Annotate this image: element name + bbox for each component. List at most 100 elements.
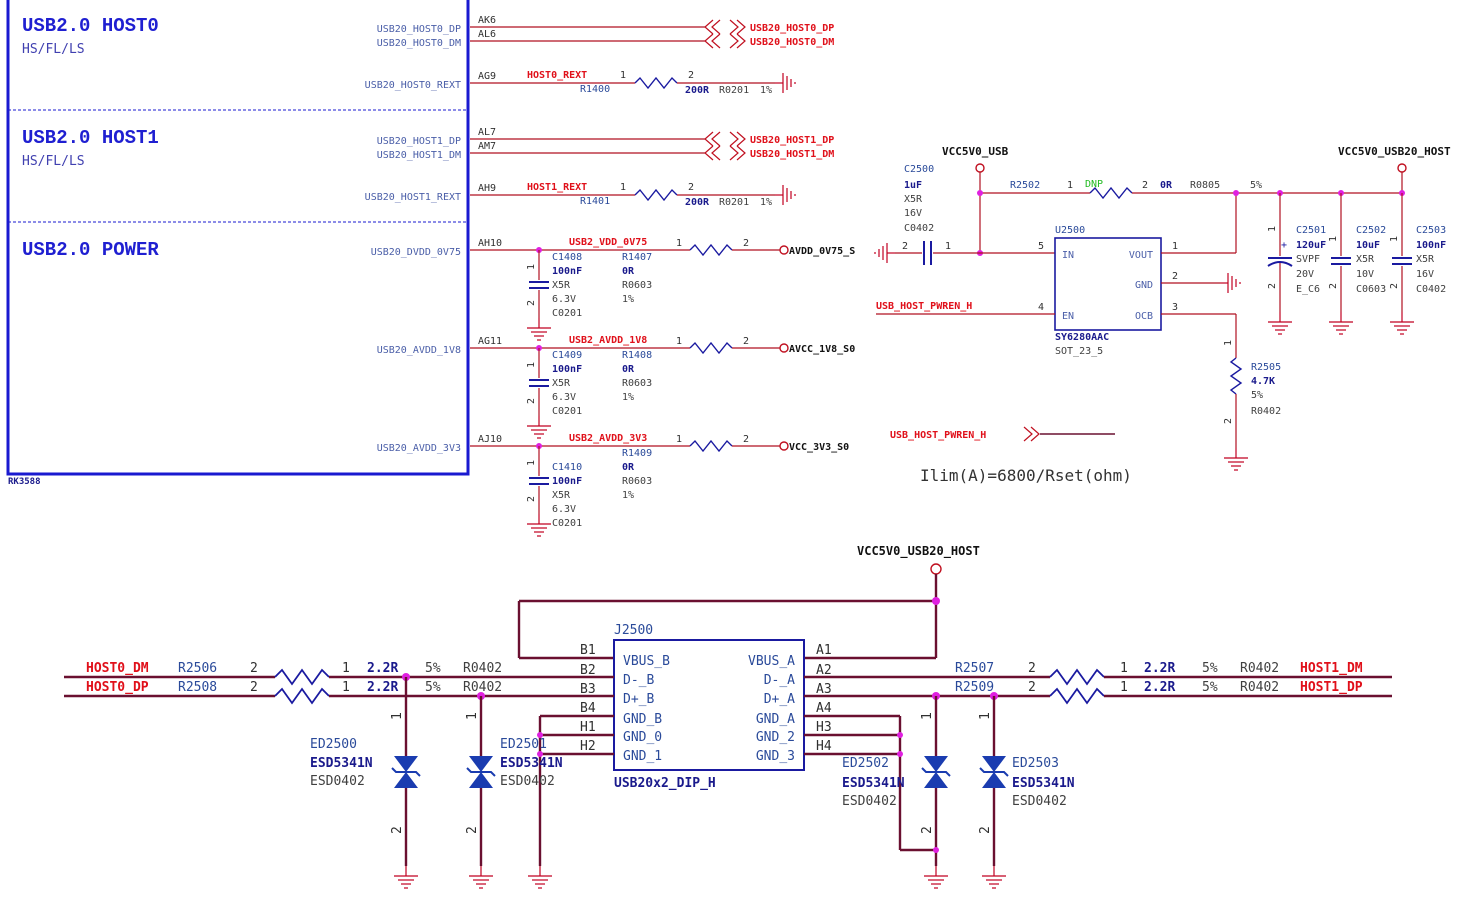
esd-diode: 1 2 ED2500 ESD5341N ESD0402 xyxy=(310,673,421,889)
res-value: 0R xyxy=(622,266,635,277)
pin-number: 1 xyxy=(978,712,993,720)
esd-package: ESD0402 xyxy=(500,774,555,789)
component-value: 200R xyxy=(685,197,710,208)
res-ref: R1409 xyxy=(622,448,652,459)
pin-number: B4 xyxy=(580,701,596,716)
section-subtitle-host0: HS/FL/LS xyxy=(22,42,85,57)
svg-text:2: 2 xyxy=(1142,180,1148,191)
pin-number: 2 xyxy=(390,826,405,834)
res-package: R0402 xyxy=(463,680,502,695)
svg-text:1: 1 xyxy=(526,460,537,466)
pin-number: H4 xyxy=(816,739,832,754)
section-title-host0: USB2.0 HOST0 xyxy=(22,15,159,37)
ic-pin-ocb: OCB xyxy=(1135,311,1153,322)
esd-ref: ED2502 xyxy=(842,756,889,771)
pin-number: A2 xyxy=(816,663,832,678)
ic-pin-gnd: GND xyxy=(1135,280,1153,291)
ball-number: AJ10 xyxy=(478,434,502,445)
dnp-mark: DNP xyxy=(1085,179,1103,190)
svg-text:1: 1 xyxy=(1389,236,1400,242)
data-net: HOST1_DP xyxy=(1300,680,1363,695)
pin-number: 1 xyxy=(676,336,682,347)
ball-number: AK6 xyxy=(478,15,496,26)
connector-pin: D+_B xyxy=(623,692,654,707)
ic-pin-vout: VOUT xyxy=(1129,250,1153,261)
res-tolerance: 1% xyxy=(622,392,634,403)
connector-pin: GND_3 xyxy=(756,749,795,764)
rail-1v8: 1 2 USB2_AVDD_1V8 1 2 C1409 100nF X5R 6.… xyxy=(470,335,855,439)
component-package: R0201 xyxy=(719,85,749,96)
outcap-voltage: 10V xyxy=(1356,269,1374,280)
rset-package: R0402 xyxy=(1251,406,1281,417)
offpage-net: USB20_HOST1_DP xyxy=(750,135,834,146)
svg-text:2: 2 xyxy=(1389,283,1400,289)
pin-number: 1 xyxy=(620,70,626,81)
esd-diode: 1 2 ED2503 ESD5341N ESD0402 xyxy=(978,692,1075,889)
pin-number: 1 xyxy=(676,238,682,249)
pin-number: A1 xyxy=(816,643,832,658)
rail-net: USB2_AVDD_3V3 xyxy=(569,433,647,444)
usb-connector: VCC5V0_USB20_HOST J2500 USB20x2_DIP_H B1… xyxy=(64,544,1392,889)
svg-text:1: 1 xyxy=(526,264,537,270)
esd-ref: ED2503 xyxy=(1012,756,1059,771)
ball-number: AL7 xyxy=(478,127,496,138)
pin-number: 2 xyxy=(1028,661,1036,676)
res-value: 2.2R xyxy=(367,680,398,695)
power-net-vbus: VCC5V0_USB20_HOST xyxy=(857,544,980,559)
svg-text:2: 2 xyxy=(1267,283,1278,289)
pin-name: USB20_AVDD_3V3 xyxy=(377,443,461,454)
outcap-dielectric: SVPF xyxy=(1296,254,1320,265)
pin-number: 2 xyxy=(688,182,694,193)
cin-voltage: 16V xyxy=(904,208,922,219)
esd-part: ESD5341N xyxy=(500,756,563,771)
connector-pin: D+_A xyxy=(764,692,795,707)
res-package: R0603 xyxy=(622,476,652,487)
cin-package: C0402 xyxy=(904,223,934,234)
svg-text:2: 2 xyxy=(1223,418,1234,424)
net-label: HOST1_REXT xyxy=(527,182,587,193)
pin-number: H2 xyxy=(580,739,596,754)
offpage-net: USB20_HOST0_DM xyxy=(750,37,834,48)
cin-value: 1uF xyxy=(904,180,922,191)
rail-3v3: 1 2 USB2_AVDD_3V3 1 2 C1410 100nF X5R 6.… xyxy=(470,433,849,537)
res-ref: R2507 xyxy=(955,661,994,676)
esd-ref: ED2501 xyxy=(500,737,547,752)
rset-value: 4.7K xyxy=(1251,376,1275,387)
pin-number: 1 xyxy=(390,712,405,720)
esd-diode: 1 2 ED2502 ESD5341N ESD0402 xyxy=(842,692,951,889)
svg-text:1: 1 xyxy=(1328,236,1339,242)
ic-pin-en: EN xyxy=(1062,311,1074,322)
pin-number: 1 xyxy=(620,182,626,193)
svg-text:1: 1 xyxy=(945,241,951,252)
pin-number: 2 xyxy=(920,826,935,834)
res-value: 2.2R xyxy=(1144,680,1175,695)
ball-number: AH10 xyxy=(478,238,502,249)
pin-number: 1 xyxy=(1120,680,1128,695)
svg-text:2: 2 xyxy=(1328,283,1339,289)
component-ref: R1401 xyxy=(580,196,610,207)
power-net-vout: VCC5V0_USB20_HOST xyxy=(1338,145,1451,158)
pin-number: 2 xyxy=(978,826,993,834)
connector-part: USB20x2_DIP_H xyxy=(614,776,716,791)
connector-pin: GND_A xyxy=(756,712,795,727)
connector-pin: D-_B xyxy=(623,673,654,688)
connector-ref: J2500 xyxy=(614,623,653,638)
pin-number: 2 xyxy=(1172,271,1178,282)
cap-voltage: 6.3V xyxy=(552,504,576,515)
rset-tolerance: 5% xyxy=(1251,390,1263,401)
outcap-value: 120uF xyxy=(1296,240,1326,251)
outcap-ref: C2501 xyxy=(1296,225,1326,236)
cap-voltage: 6.3V xyxy=(552,294,576,305)
res-package: R0402 xyxy=(1240,680,1279,695)
cap-dielectric: X5R xyxy=(552,280,571,291)
cin-dielectric: X5R xyxy=(904,194,923,205)
res-value: 0R xyxy=(622,462,635,473)
enable-net: USB_HOST_PWREN_H xyxy=(876,301,972,312)
component-value: 200R xyxy=(685,85,710,96)
rail-net: USB2_VDD_0V75 xyxy=(569,237,647,248)
svg-text:2: 2 xyxy=(526,398,537,404)
rail-output: AVDD_0V75_S xyxy=(789,246,855,257)
connector-pin: GND_1 xyxy=(623,749,662,764)
connector-pin: GND_2 xyxy=(756,730,795,745)
outcap-ref: C2502 xyxy=(1356,225,1386,236)
